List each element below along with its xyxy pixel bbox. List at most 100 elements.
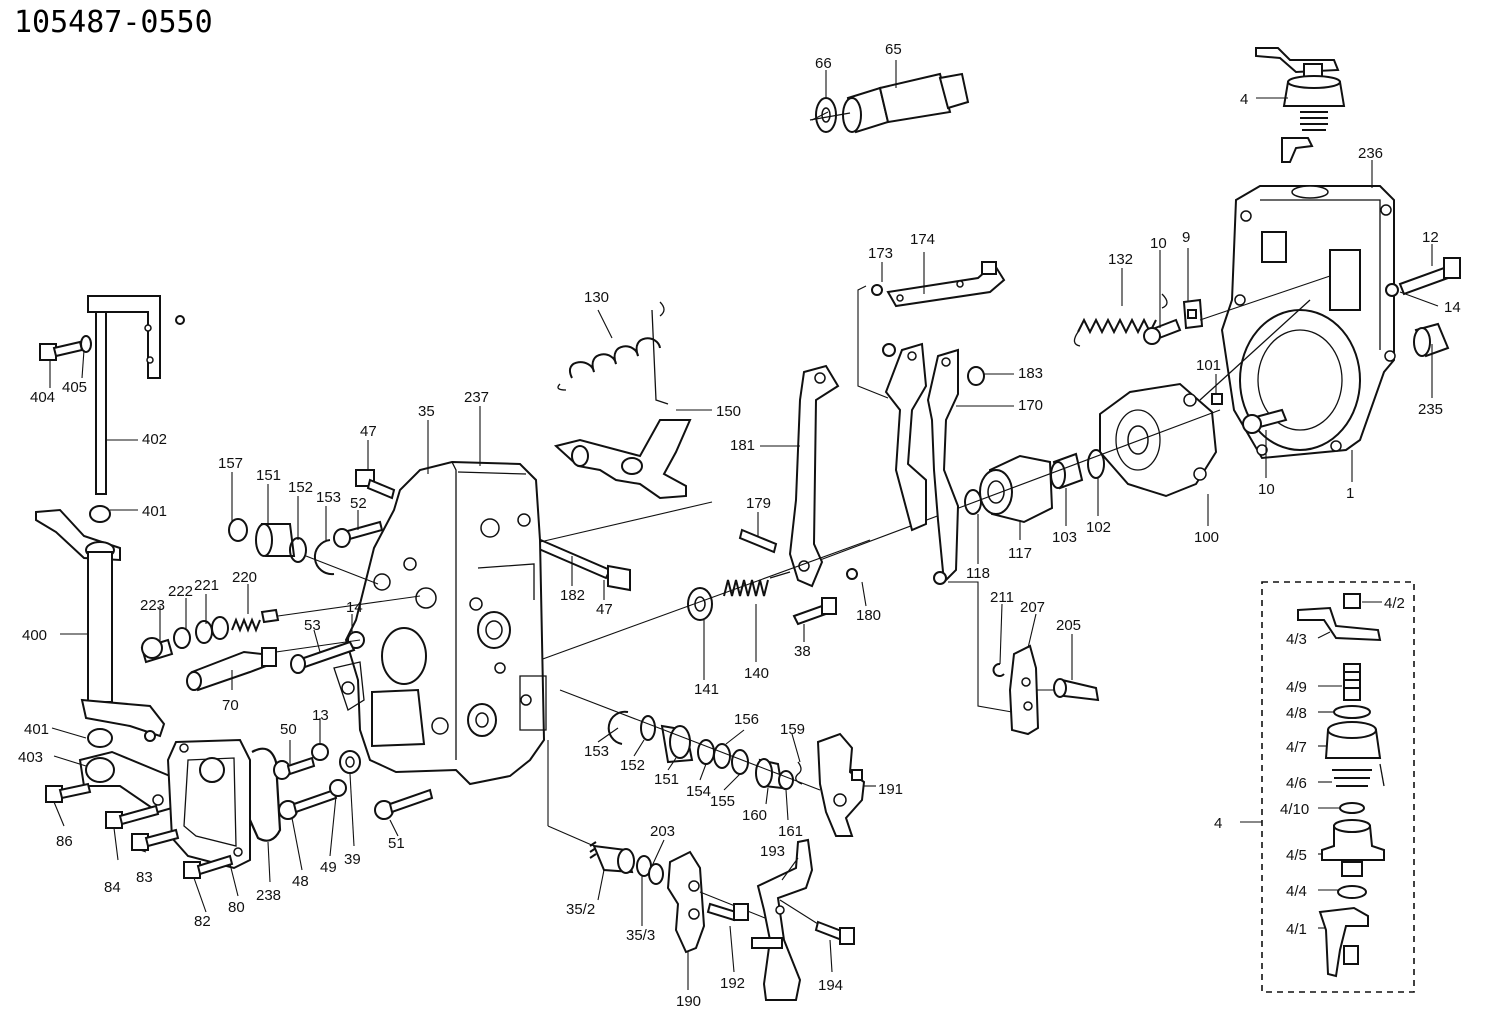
part-161-washer	[778, 770, 794, 790]
part-223-cap	[140, 637, 174, 664]
label-102: 102	[1086, 519, 1111, 536]
label-13: 13	[312, 707, 329, 724]
label-117: 117	[1008, 545, 1032, 562]
label-151-right: 151	[654, 771, 679, 788]
label-404: 404	[30, 389, 55, 406]
part-39-washer	[339, 750, 361, 774]
label-190: 190	[676, 993, 701, 1010]
label-193: 193	[760, 843, 785, 860]
part-86-bolt	[45, 782, 92, 803]
label-84: 84	[104, 879, 121, 896]
label-83: 83	[136, 869, 153, 886]
label-4-1: 4/1	[1286, 921, 1307, 938]
part-236-governor-housing	[1199, 185, 1396, 460]
label-4-7: 4/7	[1286, 739, 1307, 756]
part-152-oring-right	[640, 715, 656, 741]
part-194-bolt	[779, 899, 855, 945]
part-220-screw	[231, 595, 421, 633]
label-35: 35	[418, 403, 435, 420]
label-14-mid: 14	[346, 599, 363, 616]
part-405-washer	[80, 335, 92, 353]
part-50-bolt	[273, 756, 316, 780]
part-13-nut	[311, 743, 329, 761]
label-237: 237	[464, 389, 489, 406]
part-47-bolt-top	[355, 469, 396, 500]
part-153-clip-left	[313, 539, 335, 576]
part-401-bushing-bottom	[87, 728, 113, 748]
part-205-pin	[1036, 678, 1100, 702]
label-151-left: 151	[256, 467, 281, 484]
label-82: 82	[194, 913, 211, 930]
label-222: 222	[168, 583, 193, 600]
label-401-bottom: 401	[24, 721, 49, 738]
label-1: 1	[1346, 485, 1354, 502]
part-102-washer	[1087, 449, 1105, 479]
label-223: 223	[140, 597, 165, 614]
label-153-left: 153	[316, 489, 341, 506]
label-132: 132	[1108, 251, 1133, 268]
label-35-3: 35/3	[626, 927, 655, 944]
part-100-flyweight	[1099, 382, 1218, 498]
part-132-spring	[1073, 293, 1168, 347]
label-192: 192	[720, 975, 745, 992]
part-70-rod	[186, 639, 361, 692]
part-117-sleeve	[979, 454, 1054, 524]
label-236: 236	[1358, 145, 1383, 162]
part-4-subassembly	[1261, 581, 1415, 993]
part-157-plug	[228, 518, 248, 542]
label-70: 70	[222, 697, 239, 714]
label-65: 65	[885, 41, 902, 58]
part-82-bolt	[183, 854, 234, 879]
part-203-washer	[636, 855, 664, 885]
label-401-top: 401	[142, 503, 167, 520]
part-207-plate	[948, 581, 1040, 736]
label-38: 38	[794, 643, 811, 660]
label-182: 182	[560, 587, 585, 604]
label-4-2: 4/2	[1384, 595, 1405, 612]
label-157: 157	[218, 455, 243, 472]
label-100: 100	[1194, 529, 1219, 546]
part-192-bolt	[706, 902, 749, 922]
label-4-10: 4/10	[1280, 801, 1309, 818]
label-402: 402	[142, 431, 167, 448]
label-155: 155	[710, 793, 735, 810]
part-156-washer	[713, 743, 731, 769]
part-183-washer	[967, 366, 985, 386]
part-48-bolt	[278, 788, 338, 820]
label-173: 173	[868, 245, 893, 262]
part-labels: 66 65 4 236 12 14 235 10 1 9 10 132 101 …	[18, 41, 1461, 1010]
label-4-5: 4/5	[1286, 847, 1307, 864]
label-14: 14	[1444, 299, 1461, 316]
part-221-nut	[195, 616, 229, 644]
label-207: 207	[1020, 599, 1045, 616]
part-173-clip	[857, 284, 889, 399]
label-179: 179	[746, 495, 771, 512]
part-10-bolt-lower	[1242, 408, 1288, 434]
part-193-bracket	[751, 838, 814, 1001]
part-130-spring	[557, 301, 665, 391]
label-170: 170	[1018, 397, 1043, 414]
part-12-bolt	[1385, 257, 1461, 297]
part-35-main-housing	[333, 460, 547, 786]
part-191-lever	[816, 732, 866, 837]
part-53-bolt	[290, 640, 356, 674]
part-211-clip	[992, 663, 1005, 677]
label-211: 211	[990, 589, 1014, 606]
label-191: 191	[878, 781, 903, 798]
label-4: 4	[1240, 91, 1248, 108]
part-181-rod	[788, 364, 840, 588]
part-160-spacer	[755, 758, 784, 790]
label-221: 221	[194, 577, 219, 594]
part-403-lever	[78, 750, 174, 814]
label-103: 103	[1052, 529, 1077, 546]
label-180: 180	[856, 607, 881, 624]
label-66: 66	[815, 55, 832, 72]
part-51-bolt	[374, 788, 434, 820]
label-130: 130	[584, 289, 609, 306]
part-153-clip-right	[607, 710, 629, 745]
label-35-2: 35/2	[566, 901, 595, 918]
label-181: 181	[730, 437, 755, 454]
label-10-lower: 10	[1258, 481, 1275, 498]
label-52: 52	[350, 495, 367, 512]
